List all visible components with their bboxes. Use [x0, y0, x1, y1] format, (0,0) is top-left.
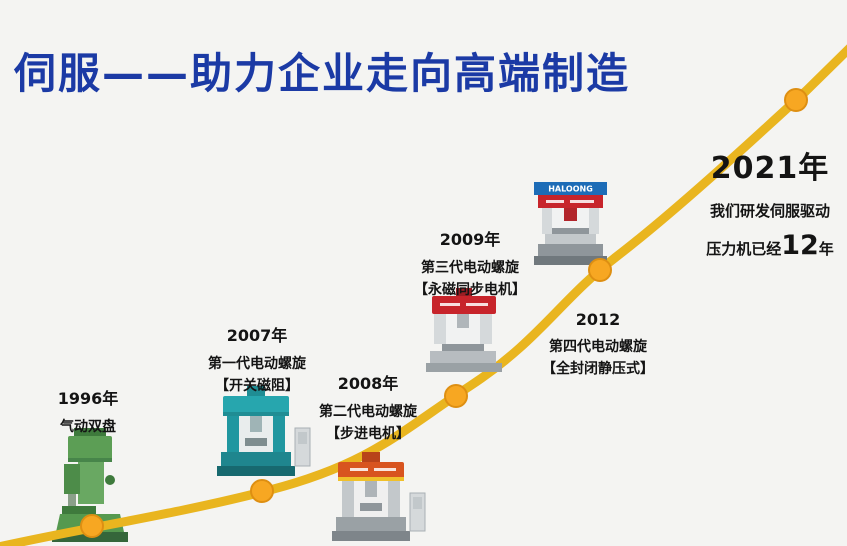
machine-2008-illustration — [332, 452, 426, 541]
highlight-line2: 压力机已经12年 — [706, 230, 834, 261]
timeline-marker-2021 — [784, 88, 808, 112]
highlight-line2-suffix: 年 — [818, 240, 834, 258]
milestone-description: 第二代电动螺旋 — [319, 404, 417, 420]
milestone-year: 2009年 — [439, 230, 501, 249]
milestone-subtitle: 【全封闭静压式】 — [542, 361, 654, 377]
milestone-description: 气动双盘 — [59, 419, 116, 435]
milestone-2007: 2007年 第一代电动螺旋 【开关磁阻】 — [208, 322, 306, 397]
milestone-subtitle: 【步进电机】 — [326, 426, 410, 442]
milestone-1996: 1996年 气动双盘 — [58, 385, 119, 438]
milestone-2012: 2012 第四代电动螺旋 【全封闭静压式】 — [542, 310, 654, 380]
milestone-year: 2012 — [575, 310, 621, 329]
highlight-line1: 我们研发伺服驱动 — [709, 202, 831, 220]
milestone-2009: 2009年 第三代电动螺旋 【永磁同步电机】 — [414, 226, 526, 301]
years-count: 12 — [781, 230, 819, 261]
milestone-year: 1996年 — [57, 389, 119, 408]
brand-label: HALOONG — [548, 185, 593, 194]
highlight-year: 2021年 — [710, 151, 830, 186]
timeline-marker-2007 — [250, 479, 274, 503]
milestone-subtitle: 【开关磁阻】 — [215, 378, 299, 394]
milestone-description: 第四代电动螺旋 — [549, 339, 647, 355]
machine-2012-illustration: HALOONG — [534, 182, 607, 265]
milestone-2008: 2008年 第二代电动螺旋 【步进电机】 — [319, 370, 417, 445]
milestone-description: 第三代电动螺旋 — [421, 260, 519, 276]
machine-2007-illustration — [217, 386, 311, 476]
machine-1996-illustration — [52, 428, 128, 542]
page-title: 伺服——助力企业走向高端制造 — [14, 49, 631, 98]
milestone-year: 2007年 — [226, 326, 288, 345]
milestone-year: 2008年 — [337, 374, 399, 393]
highlight-line2-prefix: 压力机已经 — [706, 240, 782, 258]
timeline-marker-2009 — [444, 384, 468, 408]
milestone-subtitle: 【永磁同步电机】 — [414, 282, 526, 298]
highlight-2021: 2021年 我们研发伺服驱动 压力机已经12年 — [706, 143, 834, 261]
milestone-description: 第一代电动螺旋 — [208, 356, 306, 372]
